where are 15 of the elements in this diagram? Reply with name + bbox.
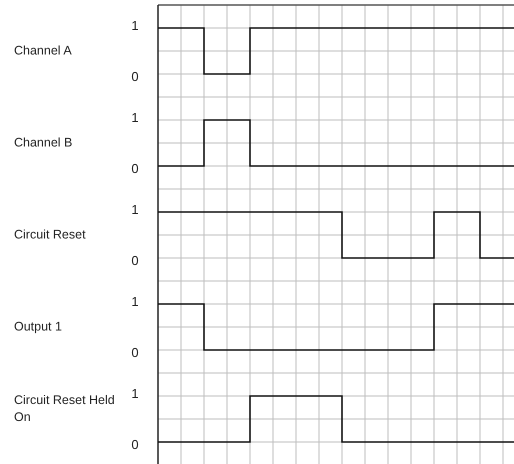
- signal-name: Channel B: [14, 134, 74, 152]
- level-label: 1: [130, 111, 140, 125]
- level-label: 1: [130, 295, 140, 309]
- level-label: 1: [130, 387, 140, 401]
- level-label: 1: [130, 19, 140, 33]
- level-label: 0: [130, 438, 140, 452]
- level-label: 1: [130, 203, 140, 217]
- level-label: 0: [130, 346, 140, 360]
- signal-name: Circuit Reset: [14, 226, 87, 244]
- signal-name: Channel A: [14, 42, 73, 60]
- level-label: 0: [130, 254, 140, 268]
- level-label: 0: [130, 162, 140, 176]
- signal-name: Output 1: [14, 318, 63, 336]
- level-label: 0: [130, 70, 140, 84]
- signal-name: Circuit Reset Held On: [14, 392, 116, 426]
